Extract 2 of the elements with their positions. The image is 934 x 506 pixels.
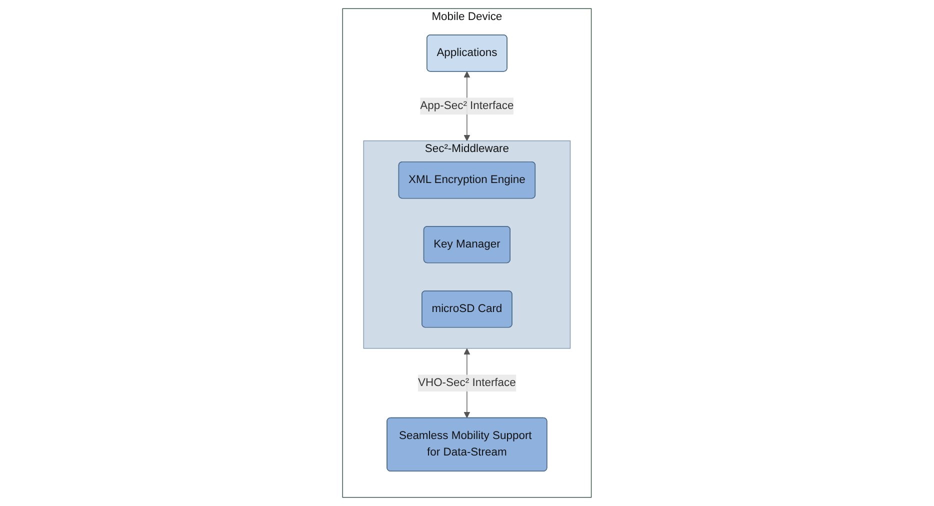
edge-label: VHO-Sec² Interface xyxy=(418,376,516,389)
edge-label: App-Sec² Interface xyxy=(420,100,514,112)
